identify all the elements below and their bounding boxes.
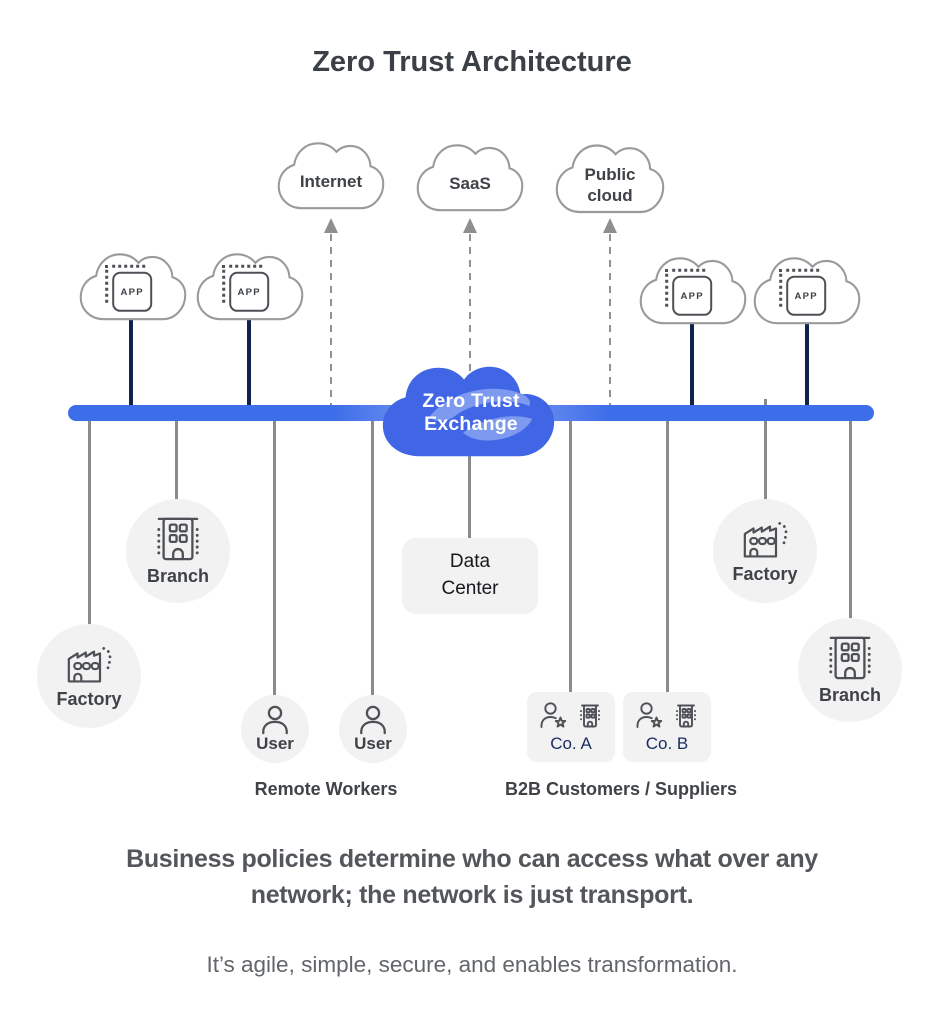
app-label: APP [237,286,261,298]
app-box-icon: APP [105,264,153,312]
connector-user-1 [273,412,276,697]
building-icon [675,704,696,727]
dotted-frame-left-icon [665,268,669,307]
co-b-label: Co. B [645,733,689,753]
app-cloud-3: APP [637,252,749,330]
app-box-icon: APP [665,268,713,316]
arrow-up-public-cloud-icon [603,218,617,233]
exchange-label: Zero Trust Exchange [372,354,570,470]
b2b-label: B2B Customers / Suppliers [504,779,738,799]
factory-icon [743,522,788,558]
connector-branch-right [849,412,852,619]
subline-text: It’s agile, simple, secure, and enables … [206,952,738,977]
node-user-1: User [241,695,309,763]
connector-data-center [468,430,471,539]
dotted-frame-left-icon [222,264,226,303]
connector-factory-right [764,399,767,501]
connector-factory-left [88,412,91,626]
cloud-saas-label: SaaS [449,174,491,194]
factory-left-label: Factory [56,689,122,709]
user-icon [262,705,288,734]
data-center-label: Data Center [441,551,499,599]
connector-app-1 [129,318,133,410]
factory-right-label: Factory [732,564,798,584]
cloud-icon [277,142,385,210]
app-box-icon: APP [779,268,827,316]
remote-workers-label: Remote Workers [254,779,398,799]
dotted-frame-top-icon [779,268,820,272]
node-user-2: User [339,695,407,763]
connector-branch-left [175,412,178,501]
cloud-internet-label: Internet [299,172,363,192]
factory-icon [67,647,112,683]
node-branch-right: Branch [798,618,902,722]
user-icon [360,705,386,734]
page-title: Zero Trust Architecture [312,46,632,78]
dotted-frame-top-icon [665,268,706,272]
exchange-cloud-icon [382,366,555,457]
co-a-label: Co. A [550,733,592,753]
exchange-label-line1: Zero Trust [422,390,520,412]
building-icon [579,704,600,727]
zero-trust-exchange-cloud: Zero Trust Exchange [372,354,570,470]
dotted-frame-top-icon [105,264,146,268]
app-cloud-2: APP [194,248,306,326]
dotted-frame-left-icon [779,268,783,307]
dashed-line-public-cloud [609,234,611,405]
app-cloud-4: APP [751,252,863,330]
cloud-public: Public cloud [553,139,667,219]
node-factory-left: Factory [37,624,141,728]
cloud-internet: Internet [275,137,387,215]
app-cloud-1: APP [77,248,189,326]
arrow-up-saas-icon [463,218,477,233]
node-co-a: Co. A [527,692,615,762]
headline-text: Business policies determine who can acce… [126,845,818,909]
cloud-icon [416,144,524,212]
connector-app-4 [805,323,809,410]
co-b-icons [634,701,701,731]
branch-icon [157,517,199,561]
node-data-center: Data Center [402,538,538,614]
person-star-icon [540,701,566,728]
cloud-public-label: Public cloud [584,164,636,205]
branch-icon [829,636,871,680]
exchange-label-line2: Exchange [424,413,518,435]
connector-app-2 [247,318,251,410]
app-box-icon: APP [222,264,270,312]
branch-left-label: Branch [146,566,209,586]
connector-app-3 [690,323,694,410]
node-branch-left: Branch [126,499,230,603]
node-factory-right: Factory [713,499,817,603]
arrow-up-internet-icon [324,218,338,233]
user-1-label: User [256,733,294,753]
connector-co-b [666,412,669,693]
user-2-label: User [354,733,392,753]
cloud-icon [555,144,665,214]
app-label: APP [120,286,144,298]
dotted-frame-left-icon [105,264,109,303]
connector-user-2 [371,412,374,697]
person-star-icon [636,701,662,728]
connector-co-a [569,412,572,693]
app-label: APP [680,290,704,302]
branch-right-label: Branch [818,685,881,705]
cloud-saas: SaaS [414,139,526,217]
dashed-line-saas [469,234,471,405]
dashed-line-internet [330,234,332,405]
node-co-b: Co. B [623,692,711,762]
app-label: APP [794,290,818,302]
dotted-frame-top-icon [222,264,263,268]
co-a-icons [538,701,605,731]
